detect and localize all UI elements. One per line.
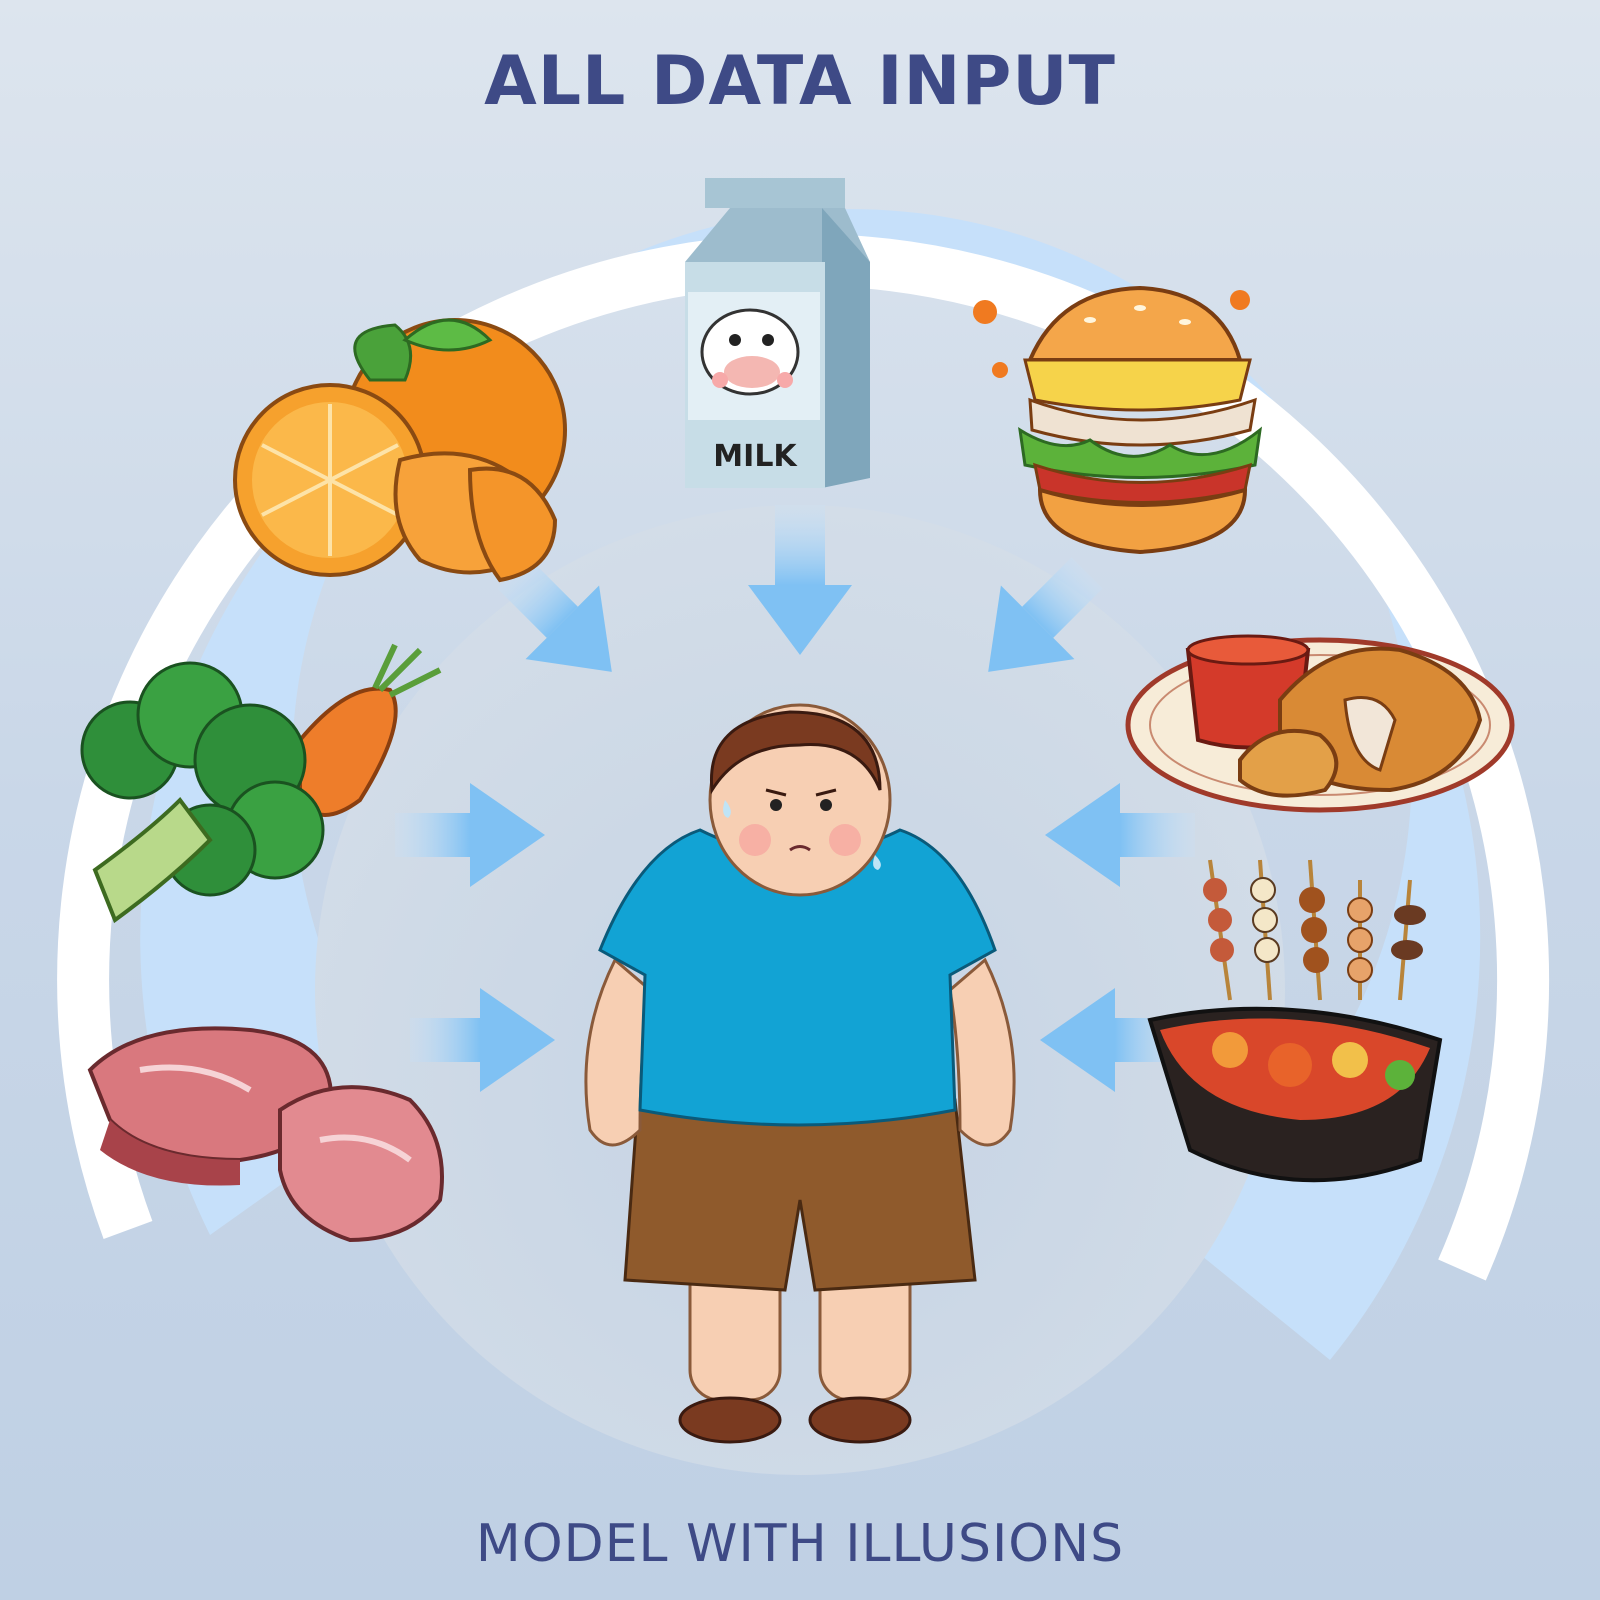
arrow-mid-left [395, 783, 545, 887]
arrow-upper-right [988, 557, 1103, 672]
overweight-boy-icon [584, 703, 1016, 1444]
page-title: ALL DATA INPUT [484, 42, 1116, 121]
skewers-hotpot-icon [1147, 859, 1443, 1183]
caption: MODEL WITH ILLUSIONS [475, 1514, 1125, 1574]
broccoli-carrot-icon [80, 643, 442, 924]
arrow-mid-right [1045, 783, 1195, 887]
milk-label: MILK [713, 439, 798, 474]
milk-carton-icon: MILK [685, 178, 870, 488]
arrow-top [748, 505, 852, 655]
input-arrows [395, 505, 1195, 1092]
orange-icon [233, 318, 567, 583]
arrow-lower-left [410, 988, 555, 1092]
fried-chicken-icon [1125, 634, 1515, 813]
burger-icon [973, 285, 1263, 555]
steak-icon [87, 1026, 444, 1243]
